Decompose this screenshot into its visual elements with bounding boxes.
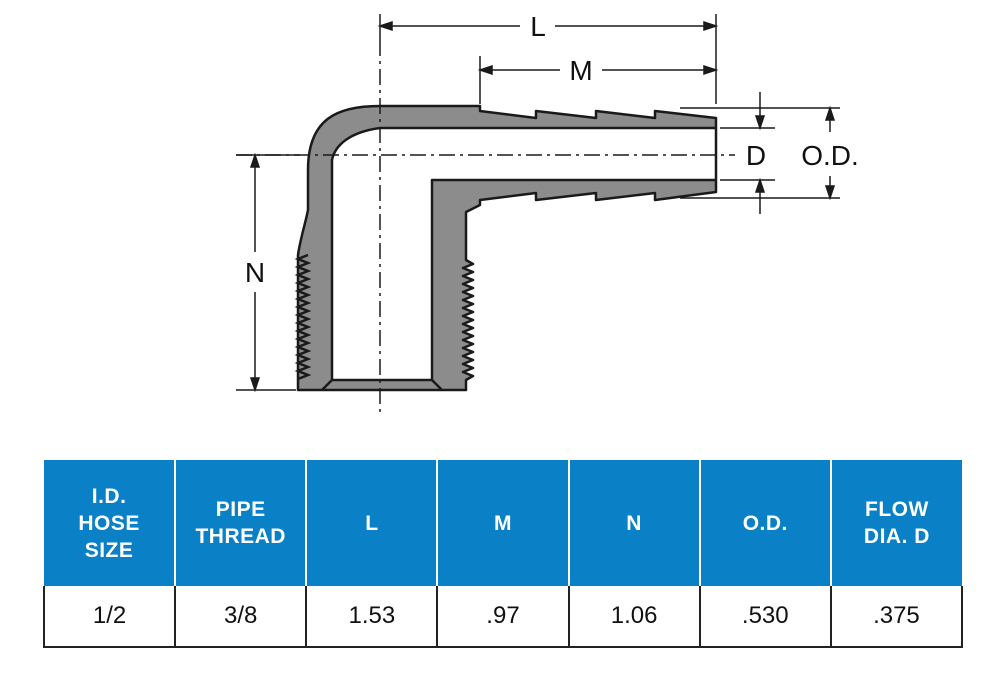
label-n: N	[245, 257, 265, 288]
header-l: L	[305, 460, 438, 586]
header-m: M	[436, 460, 569, 586]
spec-table: I.D. HOSE SIZE PIPE THREAD L M N O.D. FL…	[42, 460, 964, 648]
cell-pipe-thread: 3/8	[175, 586, 308, 648]
header-flow-dia: FLOW DIA. D	[829, 460, 962, 586]
left-thread	[294, 253, 312, 381]
table-row: 1/2 3/8 1.53 .97 1.06 .530 .375	[42, 586, 964, 648]
table-header-row: I.D. HOSE SIZE PIPE THREAD L M N O.D. FL…	[44, 460, 962, 586]
cell-od: .530	[699, 586, 832, 648]
label-d: D	[746, 140, 766, 171]
cell-n: 1.06	[568, 586, 701, 648]
label-m: M	[569, 55, 592, 86]
dimension-m	[477, 56, 719, 104]
header-hose-size: I.D. HOSE SIZE	[44, 460, 176, 586]
dimension-n	[236, 152, 300, 393]
header-pipe-thread: PIPE THREAD	[174, 460, 307, 586]
header-n: N	[567, 460, 700, 586]
label-od: O.D.	[801, 140, 859, 171]
cell-m: .97	[437, 586, 570, 648]
label-l: L	[530, 11, 546, 42]
elbow-fitting-drawing: L M N D O.D.	[236, 11, 859, 412]
cell-hose-size: 1/2	[42, 586, 177, 648]
cell-l: 1.53	[306, 586, 439, 648]
fitting-body	[296, 104, 718, 392]
dimension-d	[720, 92, 775, 214]
dimension-od	[680, 105, 840, 201]
dimension-l	[377, 14, 719, 104]
header-od: O.D.	[698, 460, 831, 586]
cell-flow-dia: .375	[830, 586, 964, 648]
bottom-chamfer	[321, 379, 443, 391]
